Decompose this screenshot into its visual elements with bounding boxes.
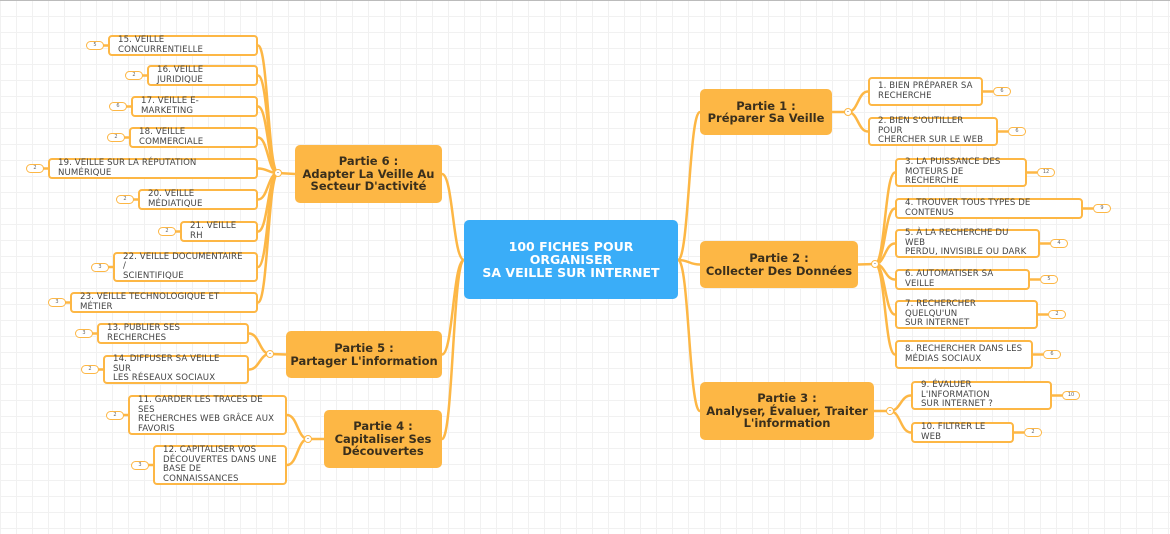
note-count-badge[interactable]: 2 [1048,310,1066,319]
note-count-badge[interactable]: 5 [86,41,104,50]
subtopic-node[interactable]: 9. ÉVALUER L'INFORMATION SUR INTERNET ? [911,381,1052,410]
note-count-badge[interactable]: 5 [1040,275,1058,284]
subtopic-node[interactable]: 17. VEILLE E-MARKETING [131,96,258,117]
subtopic-node[interactable]: 19. VEILLE SUR LA RÉPUTATION NUMÉRIQUE [48,158,258,179]
note-count-badge[interactable]: 2 [158,227,176,236]
subtopic-node[interactable]: 7. RECHERCHER QUELQU'UN SUR INTERNET [895,300,1038,329]
central-topic[interactable]: 100 FICHES POUR ORGANISER SA VEILLE SUR … [464,220,678,299]
note-count-badge[interactable]: 4 [1050,239,1068,248]
central-to-p5-line [440,258,466,356]
subtopic-node[interactable]: 4. TROUVER TOUS TYPES DE CONTENUS [895,198,1083,219]
subtopic-node[interactable]: 13. PUBLIER SES RECHERCHES [97,323,249,344]
subtopic-node[interactable]: 14. DIFFUSER SA VEILLE SUR LES RÉSEAUX S… [103,355,249,384]
topic-p3[interactable]: Partie 3 : Analyser, Évaluer, Traiter L'… [700,382,874,440]
subtopic-node[interactable]: 22. VEILLE DOCUMENTAIRE / SCIENTIFIQUE [113,252,258,282]
subtopic-node[interactable]: 12. CAPITALISER VOS DÉCOUVERTES DANS UNE… [153,445,287,485]
subtopic-node[interactable]: 1. BIEN PRÉPARER SA RECHERCHE [868,77,983,106]
subtopic-node[interactable]: 16. VEILLE JURIDIQUE [147,65,258,86]
central-to-p1-line [676,110,702,262]
note-count-badge[interactable]: 2 [107,133,125,142]
note-count-badge[interactable]: 2 [125,71,143,80]
collapse-toggle[interactable]: - [304,435,312,443]
note-count-badge[interactable]: 6 [109,102,127,111]
note-count-badge[interactable]: 3 [131,460,149,470]
central-to-p3-line [676,258,702,413]
note-count-badge[interactable]: 6 [1008,127,1026,136]
subtopic-node[interactable]: 11. GARDER LES TRACES DE SES RECHERCHES … [128,395,287,435]
note-count-badge[interactable]: 2 [106,410,124,420]
subtopic-node[interactable]: 3. LA PUISSANCE DES MOTEURS DE RECHERCHE [895,158,1027,187]
subtopic-node[interactable]: 20. VEILLE MÉDIATIQUE [138,189,258,210]
subtopic-line [256,171,280,304]
note-count-badge[interactable]: 10 [1062,391,1080,400]
note-count-badge[interactable]: 2 [1024,428,1042,437]
note-count-badge[interactable]: 3 [75,329,93,338]
subtopic-node[interactable]: 23. VEILLE TECHNOLOGIQUE ET MÉTIER [70,292,258,313]
note-count-badge[interactable]: 3 [48,298,66,307]
subtopic-node[interactable]: 5. À LA RECHERCHE DU WEB PERDU, INVISIBL… [895,229,1040,258]
note-count-badge[interactable]: 9 [1093,204,1111,213]
subtopic-line [847,110,869,133]
subtopic-line [873,262,897,356]
collapse-toggle[interactable]: - [844,108,852,116]
collapse-toggle[interactable]: - [266,350,274,358]
topic-p1[interactable]: Partie 1 : Préparer Sa Veille [700,89,832,135]
collapse-toggle[interactable]: - [871,260,879,268]
topic-p6[interactable]: Partie 6 : Adapter La Veille Au Secteur … [295,145,442,203]
topic-p2[interactable]: Partie 2 : Collecter Des Données [700,241,858,288]
subtopic-line [286,437,309,467]
central-to-p2-line [677,258,701,266]
subtopic-node[interactable]: 21. VEILLE RH [180,221,258,242]
subtopic-line [873,171,897,266]
subtopic-node[interactable]: 18. VEILLE COMMERCIALE [129,127,258,148]
note-count-badge[interactable]: 3 [91,262,109,272]
collapse-toggle[interactable]: - [274,169,282,177]
subtopic-line [889,409,912,434]
collapse-toggle[interactable]: - [886,407,894,415]
note-count-badge[interactable]: 12 [1037,168,1055,177]
topic-p4[interactable]: Partie 4 : Capitaliser Ses Découvertes [324,410,442,468]
window-top-border [0,0,1170,1]
subtopic-node[interactable]: 15. VEILLE CONCURRENTIELLE [108,35,258,56]
subtopic-node[interactable]: 2. BIEN S'OUTILLER POUR CHERCHER SUR LE … [868,117,998,146]
subtopic-node[interactable]: 10. FILTRER LE WEB [911,422,1014,443]
subtopic-node[interactable]: 6. AUTOMATISER SA VEILLE [895,269,1030,290]
topic-p5[interactable]: Partie 5 : Partager L'information [286,331,442,378]
central-to-p6-line [441,172,465,262]
note-count-badge[interactable]: 6 [1043,350,1061,359]
note-count-badge[interactable]: 2 [116,195,134,204]
note-count-badge[interactable]: 6 [993,87,1011,96]
note-count-badge[interactable]: 2 [26,164,44,173]
note-count-badge[interactable]: 2 [81,365,99,374]
subtopic-node[interactable]: 8. RECHERCHER DANS LES MÉDIAS SOCIAUX [895,340,1033,369]
